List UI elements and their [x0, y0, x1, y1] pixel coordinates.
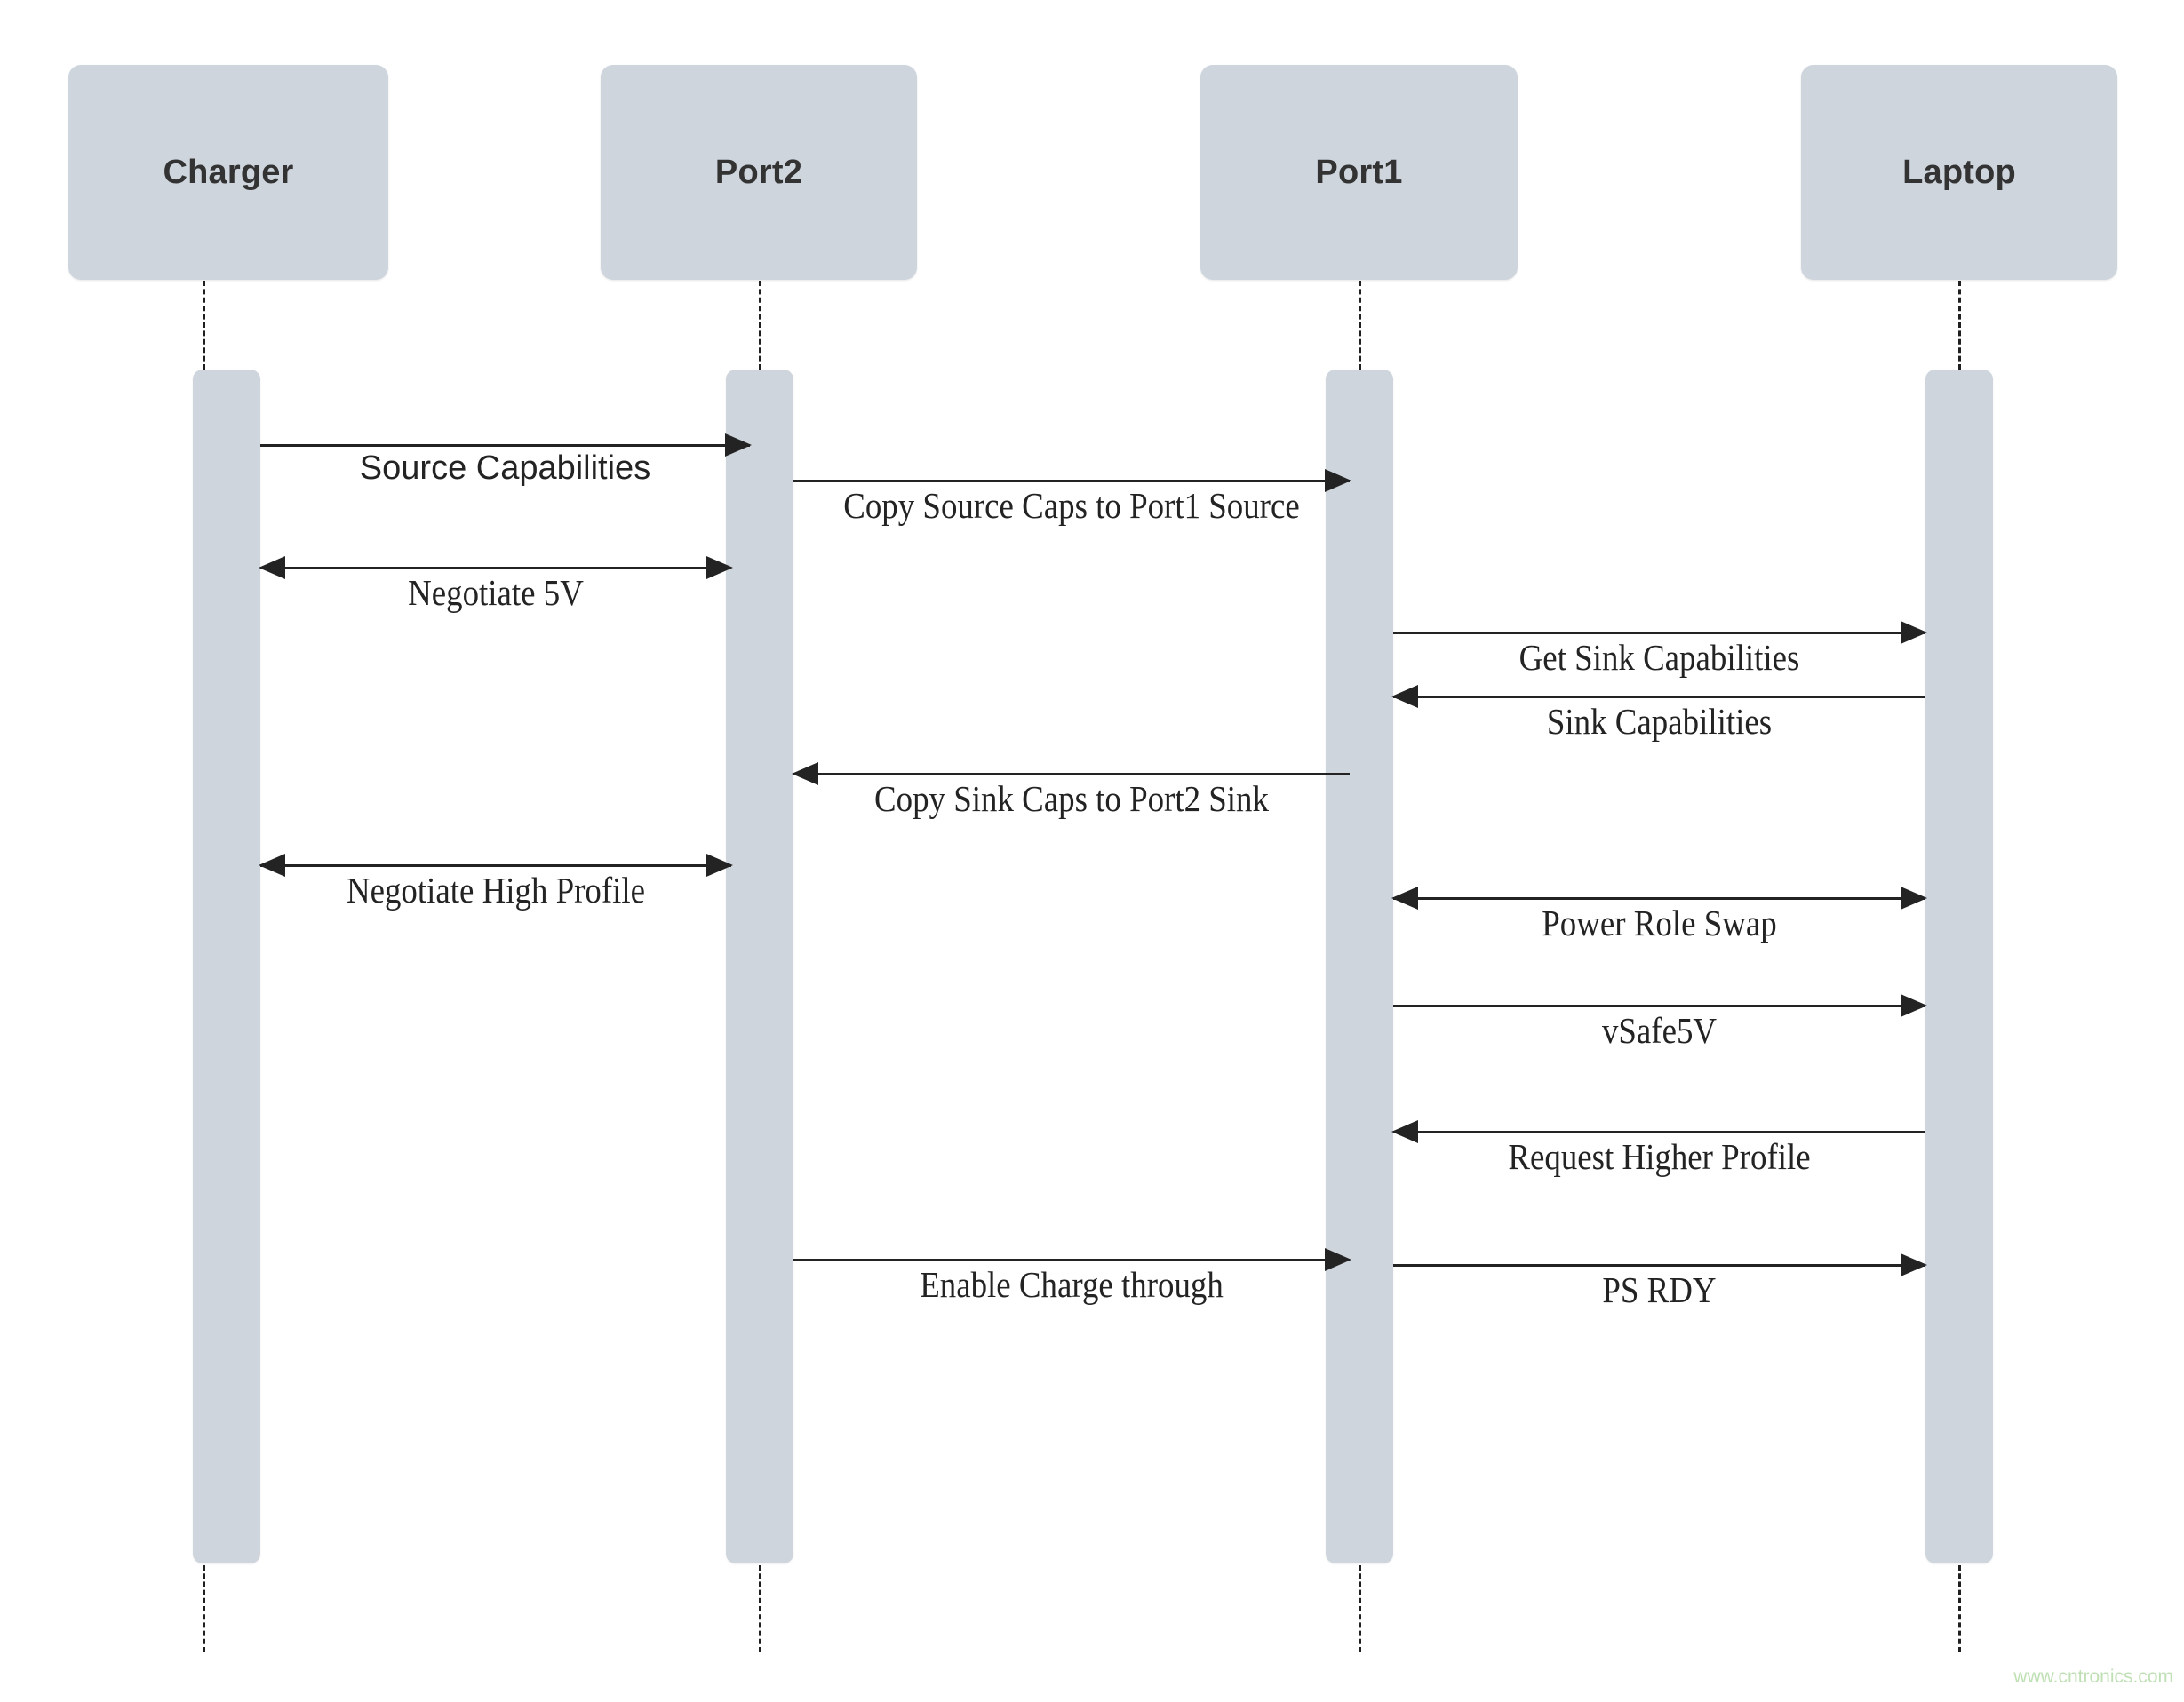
activation-bar-laptop — [1925, 370, 1993, 1563]
arrowhead-left-icon — [259, 556, 285, 579]
message-label: Copy Source Caps to Port1 Source — [843, 485, 1300, 526]
message-label: PS RDY — [1602, 1269, 1717, 1310]
lifeline-port1-lower — [1359, 1565, 1361, 1652]
message-line — [1393, 1131, 1925, 1133]
message-label: vSafe5V — [1601, 1010, 1718, 1051]
lifeline-port1-upper — [1359, 281, 1361, 370]
lifeline-charger-lower — [203, 1565, 205, 1652]
activation-bar-port2 — [726, 370, 793, 1563]
arrowhead-right-icon — [1325, 1248, 1351, 1271]
message-line — [793, 1259, 1350, 1261]
message-label: Negotiate High Profile — [346, 870, 646, 911]
message-label: Sink Capabilities — [1546, 701, 1773, 742]
arrowhead-left-icon — [259, 854, 285, 877]
activation-bar-port1 — [1326, 370, 1393, 1563]
arrowhead-left-icon — [1391, 887, 1418, 910]
message-line — [1393, 1005, 1925, 1007]
lifeline-laptop-lower — [1958, 1565, 1961, 1652]
message-label: Enable Charge through — [920, 1264, 1224, 1305]
arrowhead-right-icon — [1901, 621, 1927, 644]
message-label: Copy Sink Caps to Port2 Sink — [874, 778, 1269, 819]
message-label: Power Role Swap — [1542, 903, 1777, 943]
message-line — [260, 864, 731, 867]
message-line — [260, 567, 731, 569]
activation-bar-charger — [193, 370, 260, 1563]
arrowhead-right-icon — [1325, 469, 1351, 492]
lifeline-laptop-upper — [1958, 281, 1961, 370]
lifeline-port2-lower — [759, 1565, 761, 1652]
participant-box-laptop[interactable]: Laptop — [1801, 65, 2117, 280]
arrowhead-left-icon — [792, 762, 818, 785]
participant-box-port2[interactable]: Port2 — [601, 65, 917, 280]
arrowhead-right-icon — [1901, 994, 1927, 1017]
message-line — [1393, 897, 1925, 900]
arrowhead-right-icon — [725, 433, 752, 457]
message-line — [1393, 1264, 1925, 1267]
participant-label-port1: Port1 — [1315, 153, 1403, 191]
participant-label-laptop: Laptop — [1902, 153, 2016, 191]
participant-label-charger: Charger — [163, 153, 294, 191]
arrowhead-right-icon — [706, 556, 733, 579]
participant-box-charger[interactable]: Charger — [68, 65, 388, 280]
lifeline-charger-upper — [203, 281, 205, 370]
message-line — [793, 773, 1350, 775]
message-label: Negotiate 5V — [408, 572, 584, 613]
participant-label-port2: Port2 — [714, 153, 803, 191]
message-line — [260, 444, 750, 447]
message-line — [793, 480, 1350, 482]
arrowhead-left-icon — [1391, 685, 1418, 708]
message-line — [1393, 696, 1925, 698]
watermark-text: www.cntronics.com — [2013, 1666, 2173, 1687]
message-label: Source Capabilities — [359, 449, 651, 487]
participant-box-port1[interactable]: Port1 — [1200, 65, 1518, 280]
message-label: Request Higher Profile — [1508, 1136, 1811, 1177]
arrowhead-right-icon — [1901, 887, 1927, 910]
arrowhead-right-icon — [706, 854, 733, 877]
arrowhead-right-icon — [1901, 1253, 1927, 1276]
arrowhead-left-icon — [1391, 1120, 1418, 1143]
message-label: Get Sink Capabilities — [1518, 637, 1800, 678]
lifeline-port2-upper — [759, 281, 761, 370]
message-line — [1393, 632, 1925, 634]
